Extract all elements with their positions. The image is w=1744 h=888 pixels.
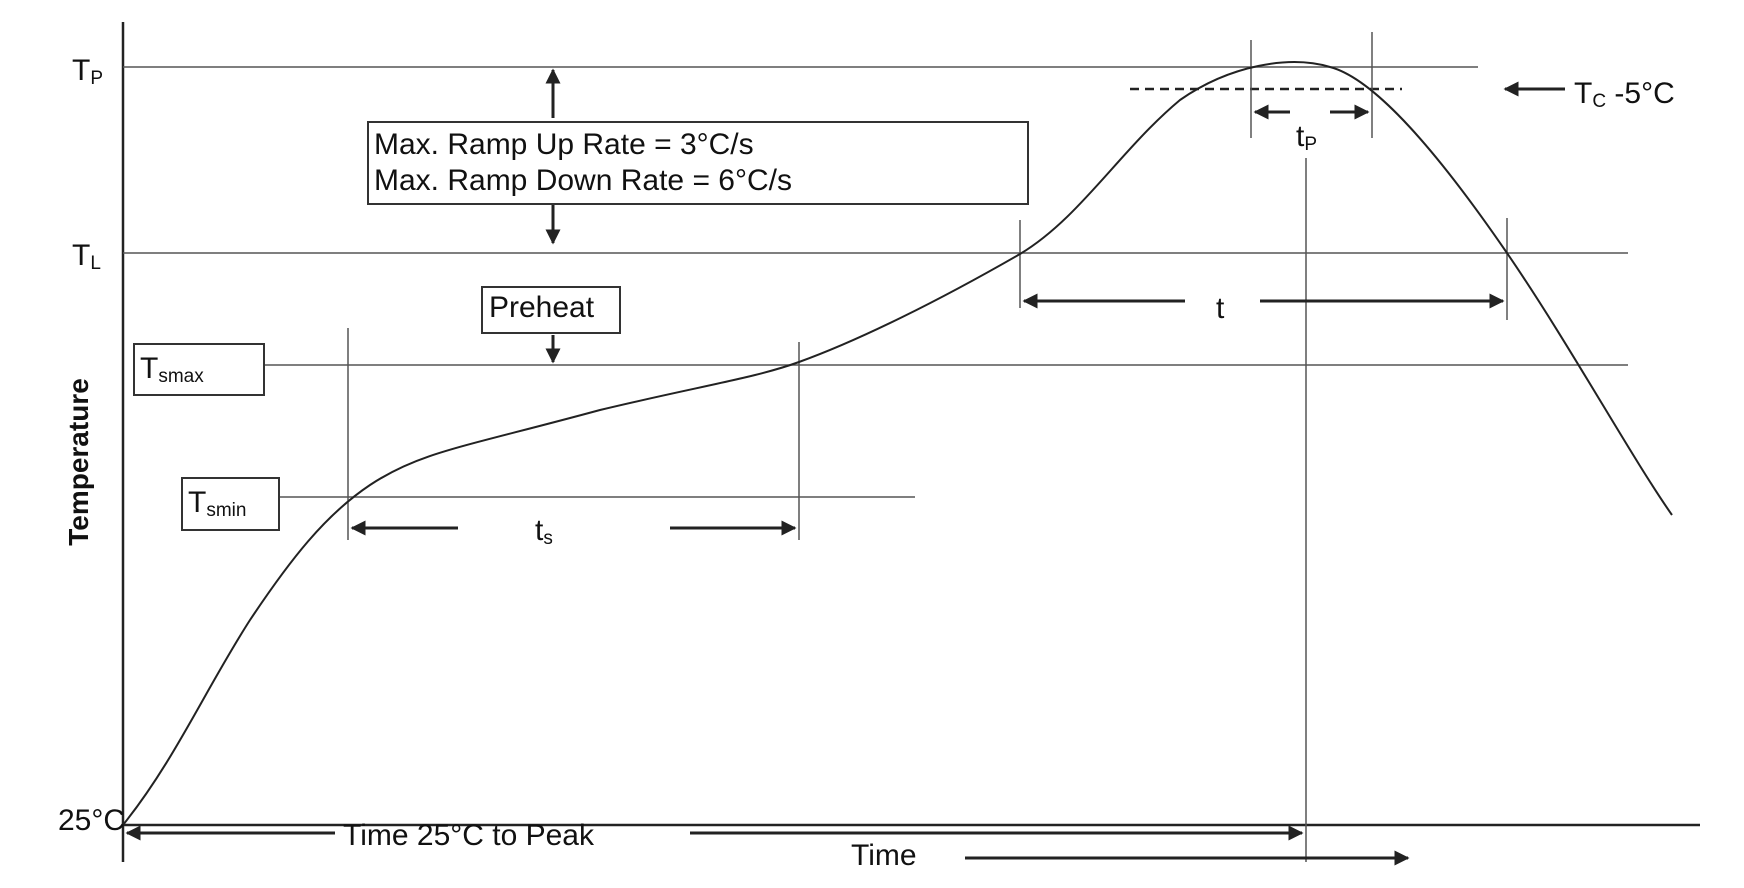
tp-duration-label: tP <box>1296 120 1317 155</box>
tc-level-label: TC -5°C <box>1574 77 1675 112</box>
ts-duration-label: ts <box>535 514 553 549</box>
ramp-up-text: Max. Ramp Up Rate = 3°C/s <box>374 128 754 161</box>
tsmin-box <box>181 477 280 531</box>
t-duration-label: t <box>1216 292 1225 325</box>
origin-temperature-label: 25°C <box>58 804 125 837</box>
preheat-box <box>481 286 621 334</box>
preheat-label: Preheat <box>489 291 595 324</box>
ramp-rate-box <box>367 121 1029 205</box>
tsmax-level-label: Tsmax <box>140 352 204 387</box>
tsmin-level-label: Tsmin <box>188 486 246 521</box>
temperature-axis-label: Temperature <box>63 378 94 546</box>
time-axis-label: Time <box>851 839 917 872</box>
time-to-peak-label: Time 25°C to Peak <box>343 819 595 852</box>
ramp-down-text: Max. Ramp Down Rate = 6°C/s <box>374 164 792 197</box>
reflow-profile-curve <box>122 61 1673 826</box>
tsmax-box <box>133 343 265 396</box>
tp-level-label: TP <box>72 54 103 89</box>
tl-level-label: TL <box>72 239 101 274</box>
